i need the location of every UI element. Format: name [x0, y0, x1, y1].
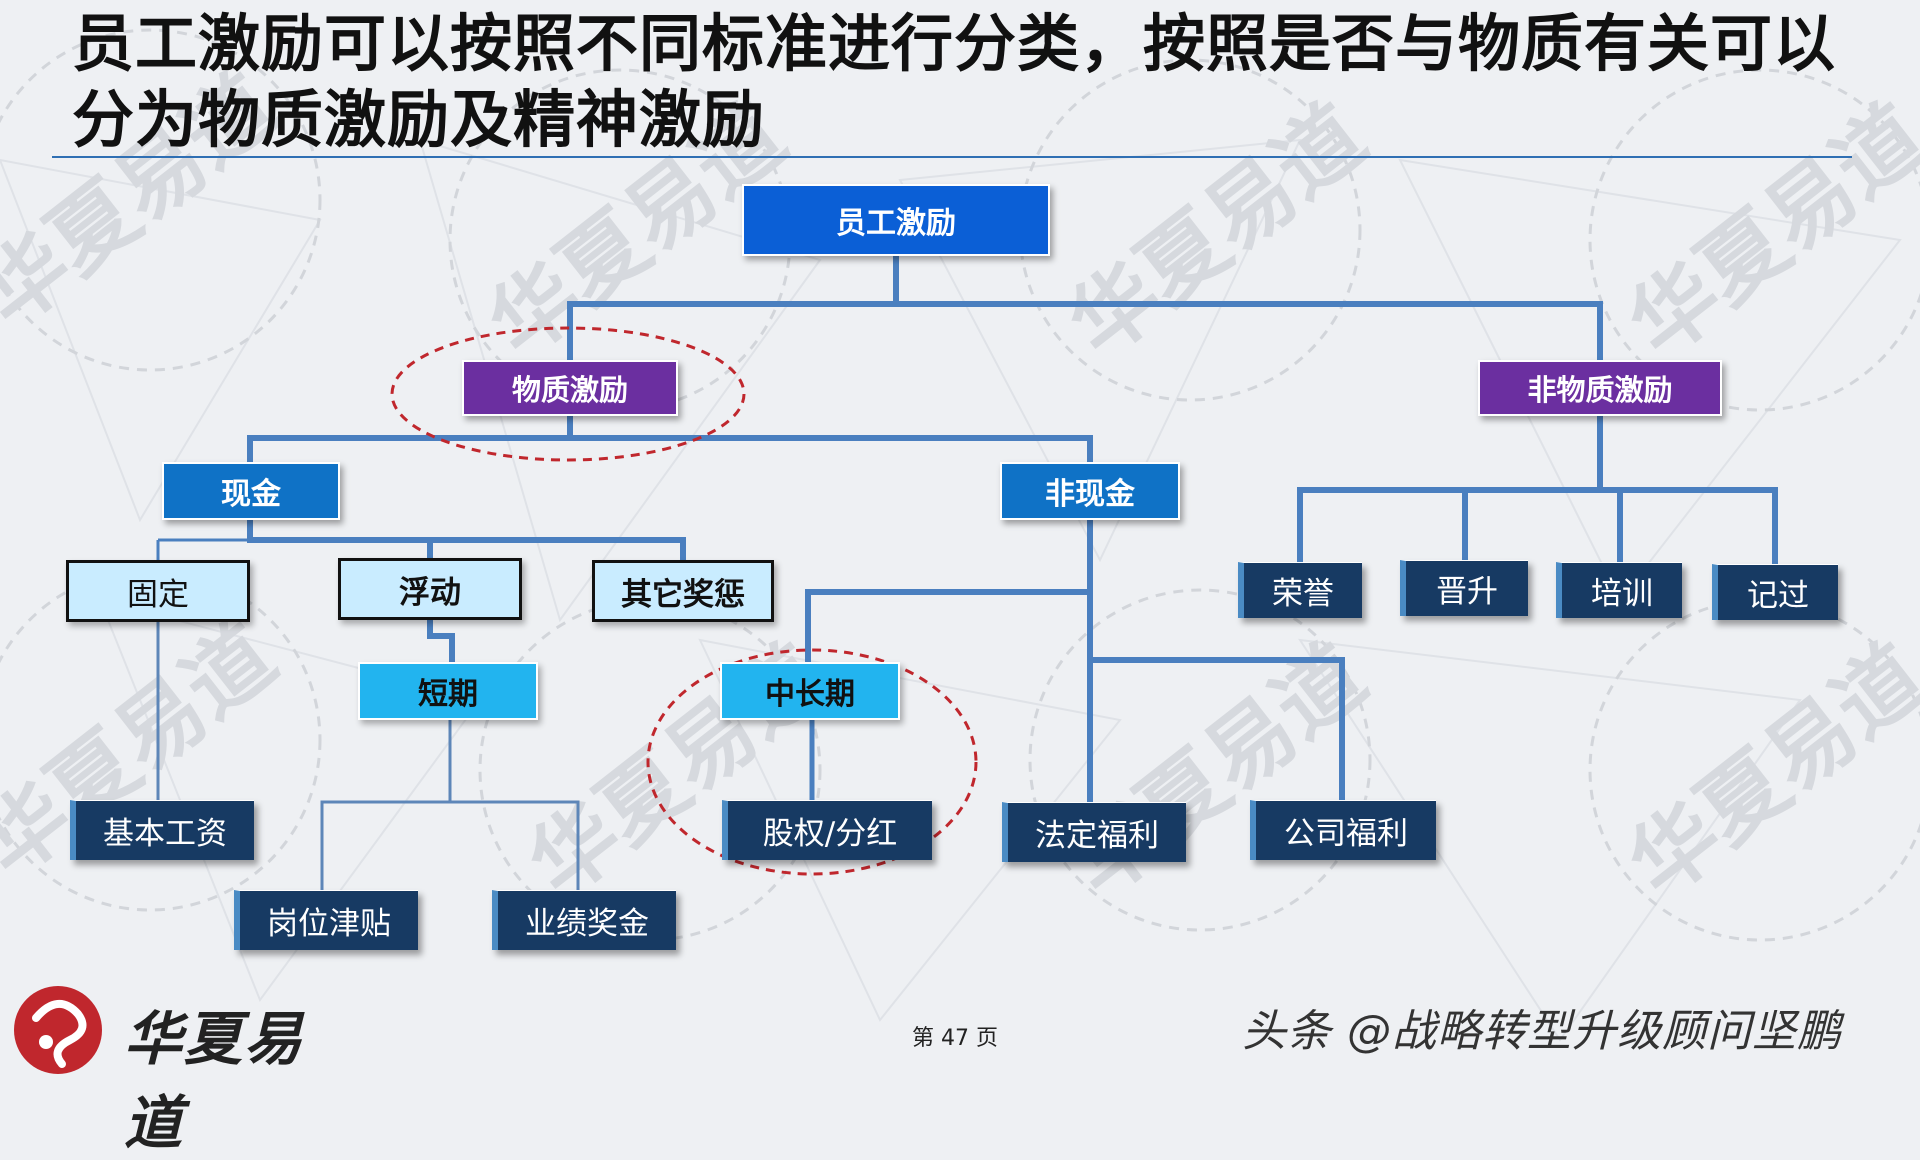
node-short-term: 短期	[358, 662, 538, 720]
page-title: 员工激励可以按照不同标准进行分类，按照是否与物质有关可以分为物质激励及精神激励	[72, 7, 1837, 156]
connector-noncash-company	[1090, 657, 1345, 804]
node-non-cash: 非现金	[1000, 462, 1180, 520]
connector-cash-other	[430, 537, 686, 562]
node-promotion: 晋升	[1400, 560, 1528, 616]
node-equity-dividend: 股权/分红	[722, 800, 932, 860]
node-demerit: 记过	[1712, 564, 1838, 620]
node-other-rewards: 其它奖惩	[592, 560, 774, 622]
node-position-allowance: 岗位津贴	[234, 890, 418, 950]
footer-credit: 头条 @战略转型升级顾问坚鹏	[1242, 1006, 1842, 1057]
connector-nonmat-bar	[1297, 487, 1778, 566]
node-material-incentive: 物质激励	[462, 360, 678, 416]
connector-floating-short	[427, 616, 455, 664]
connector-short-branch	[320, 720, 452, 892]
brand-logo: 华夏易道	[6, 978, 326, 1157]
logo-text: 华夏易道	[124, 1005, 305, 1157]
node-honor: 荣誉	[1238, 562, 1362, 618]
node-employee-incentive: 员工激励	[742, 184, 1050, 256]
node-statutory-welfare: 法定福利	[1002, 802, 1186, 862]
page-number: 第 47 页	[912, 1026, 998, 1051]
node-fixed: 固定	[66, 560, 250, 622]
connector-cash-floating	[247, 518, 433, 562]
node-cash: 现金	[162, 462, 340, 520]
node-base-salary: 基本工资	[70, 800, 254, 860]
connector-noncash-midlong	[805, 589, 1090, 664]
node-training: 培训	[1556, 562, 1682, 618]
node-performance-bonus: 业绩奖金	[492, 890, 676, 950]
highlight-ellipse-midlong	[646, 648, 978, 876]
node-company-welfare: 公司福利	[1250, 800, 1436, 860]
connector-lines	[156, 252, 1778, 892]
logo-emblem-icon	[14, 986, 102, 1074]
node-mid-long-term: 中长期	[720, 662, 900, 720]
node-floating: 浮动	[338, 558, 522, 620]
connector-material-noncash	[570, 435, 1093, 466]
connector-root-non-material	[896, 301, 1603, 362]
connector-root-split	[567, 252, 899, 362]
connector-material-split	[247, 412, 573, 466]
highlight-ellipse-material	[390, 326, 746, 462]
node-non-material-incentive: 非物质激励	[1478, 360, 1722, 416]
connector-short-perf	[450, 800, 580, 892]
title-divider	[52, 156, 1852, 158]
